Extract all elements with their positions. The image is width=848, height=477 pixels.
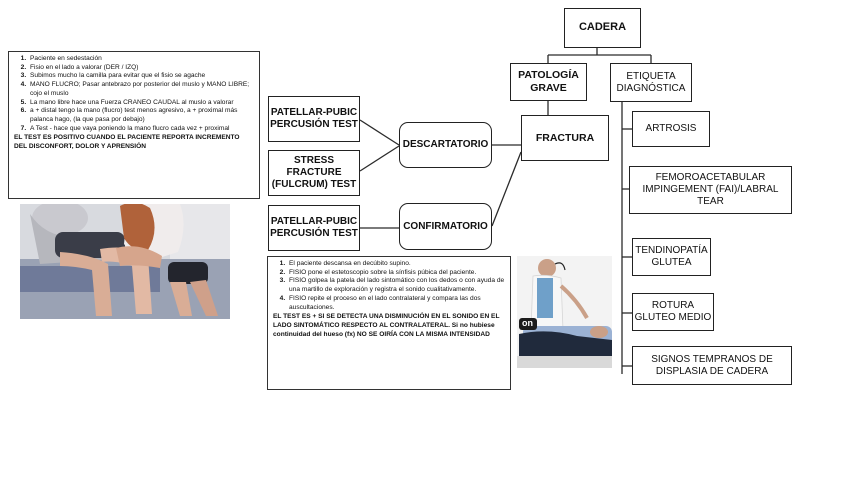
node-fractura: FRACTURA bbox=[521, 115, 609, 161]
test-patellar-pubic-1: PATELLAR-PUBIC PERCUSIÓN TEST bbox=[268, 96, 360, 142]
fulcrum-step: MANO FLUCRO; Pasar antebrazo por posteri… bbox=[28, 81, 254, 98]
percussion-step: FISIO pone el estetoscopio sobre la sínf… bbox=[287, 269, 505, 278]
category-confirmatorio: CONFIRMATORIO bbox=[399, 203, 492, 250]
fulcrum-steps-list: Paciente en sedestación Fisio en el lado… bbox=[14, 55, 254, 133]
fulcrum-step: a + distal tengo la mano (flucro) test m… bbox=[28, 107, 254, 124]
diagnosis-artrosis: ARTROSIS bbox=[632, 111, 710, 147]
category-confirmatorio-label: CONFIRMATORIO bbox=[403, 221, 488, 233]
test-patellar-pubic-2: PATELLAR-PUBIC PERCUSIÓN TEST bbox=[268, 205, 360, 251]
diagnosis-tendinopatia-glutea: TENDINOPATÍA GLUTEA bbox=[632, 238, 711, 276]
group-etiqueta-diagnostica: ETIQUETA DIAGNÓSTICA bbox=[610, 63, 692, 102]
test-patellar-pubic-1-label: PATELLAR-PUBIC PERCUSIÓN TEST bbox=[269, 107, 359, 131]
test-stress-fracture: STRESS FRACTURE (FULCRUM) TEST bbox=[268, 150, 360, 196]
group-patologia-grave: PATOLOGÍA GRAVE bbox=[510, 63, 587, 101]
percussion-step: El paciente descansa en decúbito supino. bbox=[287, 260, 505, 269]
fulcrum-step: La mano libre hace una Fuerza CRANEO CAU… bbox=[28, 99, 254, 108]
test-patellar-pubic-2-label: PATELLAR-PUBIC PERCUSIÓN TEST bbox=[269, 216, 359, 240]
photo-overlay-text: on bbox=[522, 318, 533, 328]
fulcrum-test-notes: Paciente en sedestación Fisio en el lado… bbox=[8, 51, 260, 199]
root-node-label: CADERA bbox=[579, 21, 626, 34]
percussion-test-notes: El paciente descansa en decúbito supino.… bbox=[267, 256, 511, 390]
group-patologia-label: PATOLOGÍA GRAVE bbox=[511, 69, 586, 94]
diagnosis-displasia-label: SIGNOS TEMPRANOS DE DISPLASIA DE CADERA bbox=[633, 354, 791, 378]
percussion-test-photo: on bbox=[517, 256, 612, 368]
fulcrum-step: A Test - hace que vaya poniendo la mano … bbox=[28, 125, 254, 134]
percussion-step: FISIO repite el proceso en el lado contr… bbox=[287, 295, 505, 312]
fulcrum-step: Fisio en el lado a valorar (DER / IZQ) bbox=[28, 64, 254, 73]
fulcrum-step: Subimos mucho la camilla para evitar que… bbox=[28, 72, 254, 81]
fulcrum-result: EL TEST ES POSITIVO CUANDO EL PACIENTE R… bbox=[14, 134, 254, 151]
group-etiqueta-label: ETIQUETA DIAGNÓSTICA bbox=[611, 71, 691, 95]
diagnosis-fai-labral-tear: FEMOROACETABULAR IMPINGEMENT (FAI)/LABRA… bbox=[629, 166, 792, 214]
diagnosis-artrosis-label: ARTROSIS bbox=[646, 123, 697, 135]
test-stress-fracture-label: STRESS FRACTURE (FULCRUM) TEST bbox=[269, 155, 359, 191]
percussion-result: EL TEST ES + SI SE DETECTA UNA DISMINUCI… bbox=[273, 313, 505, 339]
diagnosis-rotura-gluteo-medio: ROTURA GLUTEO MEDIO bbox=[632, 293, 714, 331]
fulcrum-step: Paciente en sedestación bbox=[28, 55, 254, 64]
percussion-step: FISIO golpea la patela del lado sintomát… bbox=[287, 277, 505, 294]
root-node-cadera: CADERA bbox=[564, 8, 641, 48]
diagnosis-tendinopatia-label: TENDINOPATÍA GLUTEA bbox=[633, 245, 710, 269]
category-descartatorio: DESCARTATORIO bbox=[399, 122, 492, 168]
diagnosis-displasia-cadera: SIGNOS TEMPRANOS DE DISPLASIA DE CADERA bbox=[632, 346, 792, 385]
percussion-steps-list: El paciente descansa en decúbito supino.… bbox=[273, 260, 505, 312]
diagnosis-rotura-label: ROTURA GLUTEO MEDIO bbox=[633, 300, 713, 324]
category-descartatorio-label: DESCARTATORIO bbox=[403, 139, 489, 151]
node-fractura-label: FRACTURA bbox=[536, 132, 594, 145]
diagnosis-fai-label: FEMOROACETABULAR IMPINGEMENT (FAI)/LABRA… bbox=[630, 172, 791, 208]
fulcrum-test-photo bbox=[20, 204, 230, 319]
